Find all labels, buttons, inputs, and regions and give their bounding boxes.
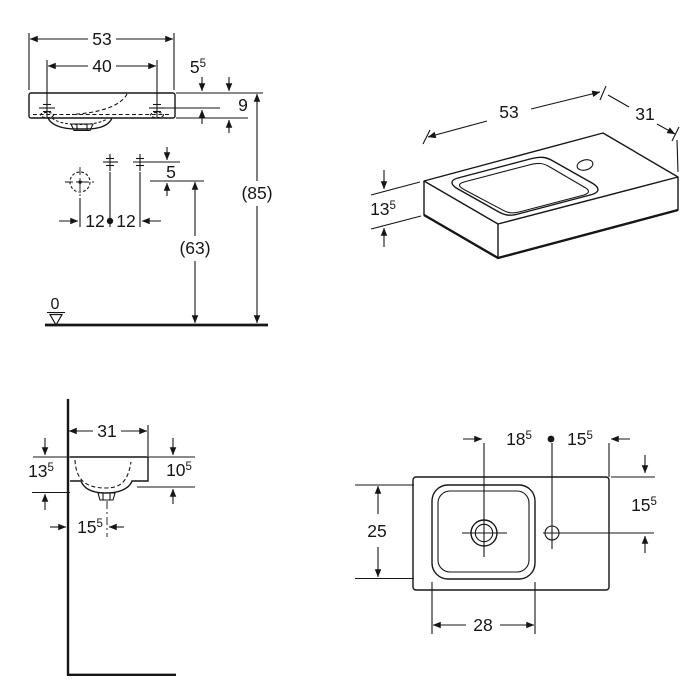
iso-tap-hole bbox=[576, 159, 594, 171]
dim-side-front-height: 105 bbox=[166, 460, 192, 480]
isometric-view: 53 31 135 bbox=[370, 85, 680, 260]
washbasin-side-outline bbox=[70, 456, 149, 494]
dim-tap-from-back: 155 bbox=[631, 495, 657, 515]
dim-side-depth: 31 bbox=[97, 421, 116, 441]
iso-basin-outline bbox=[451, 156, 599, 216]
side-elevation-view: 31 135 105 155 bbox=[28, 399, 195, 676]
bowl-profile bbox=[47, 117, 113, 130]
iso-basin-inner bbox=[458, 162, 590, 214]
hidden-basin-side bbox=[74, 459, 132, 489]
dim-iso-length: 53 bbox=[499, 102, 518, 122]
dim-drain-from-wall: 155 bbox=[77, 517, 103, 537]
tap-hole-center-symbol-left bbox=[39, 99, 55, 117]
dim-iso-depth: 31 bbox=[635, 104, 654, 124]
datum-level-label: 0 bbox=[51, 296, 60, 313]
front-elevation-view: 53 40 55 9 5 bbox=[28, 29, 273, 327]
dim-junction-dot bbox=[106, 217, 114, 225]
dim-basin-depth: 25 bbox=[367, 521, 386, 541]
dim-drain-height: (63) bbox=[179, 238, 210, 258]
datum-triangle-icon bbox=[48, 313, 64, 327]
dim-iso-height: 135 bbox=[370, 199, 396, 219]
dim-overall-width: 53 bbox=[92, 29, 111, 49]
dim-junction-dot-plan bbox=[547, 435, 555, 443]
dim-tap-hole-offset: 55 bbox=[190, 57, 206, 77]
drain-housing-side bbox=[97, 492, 116, 501]
dim-rim-thickness: 9 bbox=[238, 95, 248, 115]
drain-center-symbol bbox=[65, 167, 95, 197]
dim-fixing-to-drain-gap: 5 bbox=[166, 162, 176, 182]
dim-drain-to-tap: 185 bbox=[506, 429, 532, 449]
plan-tap-hole-symbol bbox=[543, 443, 654, 549]
fixing-hole-symbol-right bbox=[133, 154, 152, 171]
iso-bottom-edge bbox=[423, 208, 679, 260]
washbasin-iso-outline bbox=[423, 132, 679, 259]
washbasin-front-outline bbox=[28, 92, 176, 119]
plan-view: 185 155 155 25 28 bbox=[355, 429, 657, 635]
dim-rim-height: (85) bbox=[241, 183, 272, 203]
dim-side-total-height: 135 bbox=[28, 461, 54, 481]
dim-fixing-hole-spacing: 12 bbox=[116, 211, 135, 231]
dim-tap-to-edge: 155 bbox=[567, 429, 593, 449]
dim-drain-offset-left: 12 bbox=[85, 211, 104, 231]
hidden-basin-curve bbox=[71, 93, 128, 116]
plan-drain-symbol bbox=[462, 443, 507, 557]
tap-hole-center-symbol-right bbox=[149, 99, 165, 117]
dim-tap-hole-spacing: 40 bbox=[92, 56, 112, 76]
drain-housing bbox=[70, 123, 94, 132]
fixing-hole-symbol-left bbox=[103, 154, 118, 171]
dim-basin-width: 28 bbox=[473, 615, 492, 635]
